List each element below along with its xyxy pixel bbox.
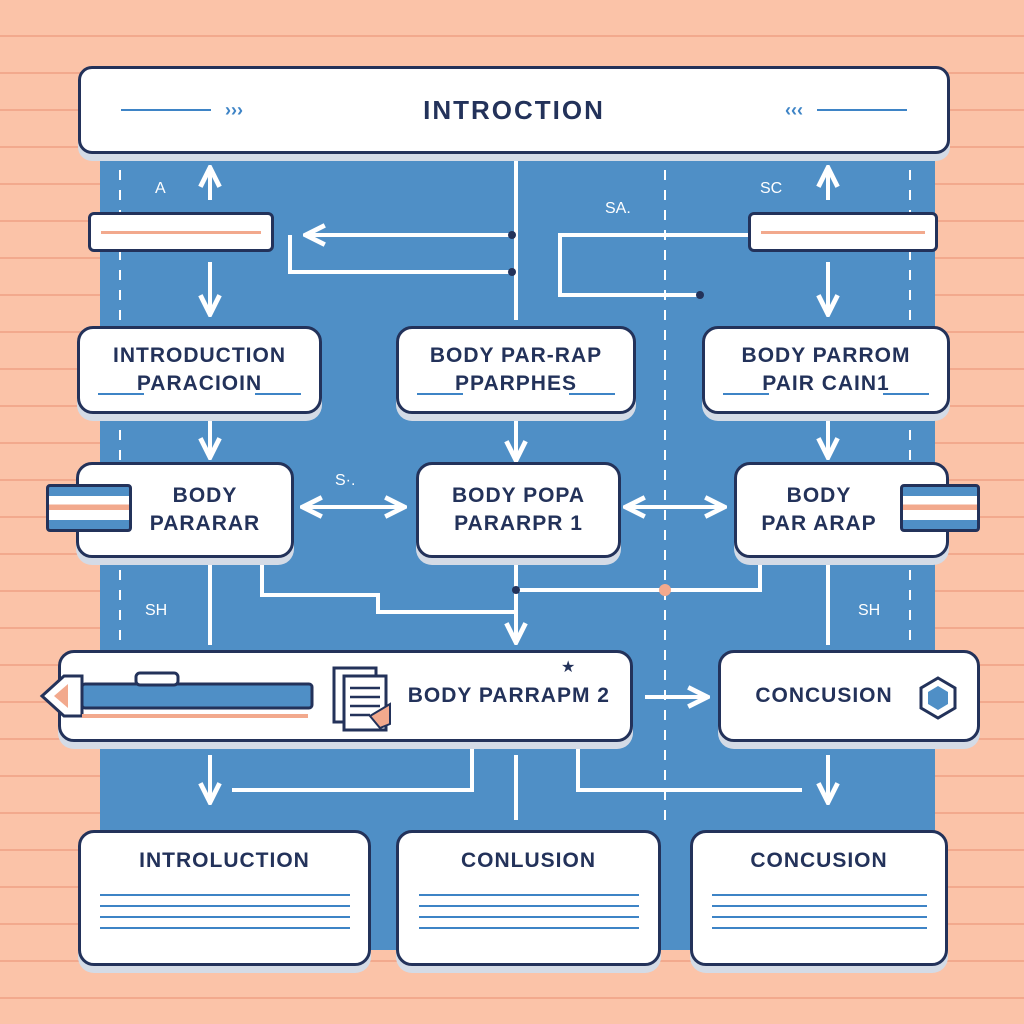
label-sa: SA.	[605, 200, 631, 217]
path-bottom-right	[516, 565, 762, 592]
card-introduction: INTROLUCTION	[78, 830, 371, 966]
box-body-right-2-line1: BODY	[786, 484, 852, 507]
box-body-paragraph-2-text: BODY PARRAPM 2	[407, 684, 610, 707]
box-body-center-2: BODY POPA PARARPR 1	[416, 462, 621, 558]
card-conclusion-center-title: CONLUSION	[461, 849, 596, 872]
path-bottom-left	[260, 565, 516, 614]
path-left-loop	[288, 235, 512, 274]
box-body-right-1-line2: PAIR CAIN1	[762, 372, 890, 395]
label-s: S·.	[335, 472, 356, 489]
card-conclusion-right: CONCUSION	[690, 830, 948, 966]
underline	[98, 393, 144, 395]
underline	[569, 393, 615, 395]
header-right-rule	[816, 109, 907, 111]
pen-icon	[39, 671, 314, 718]
box-intro-paragraph-line1: INTRODUCTION	[113, 344, 286, 367]
card-conclusion-center: CONLUSION	[396, 830, 661, 966]
header-right-group: ‹‹‹	[785, 100, 907, 121]
box-body-right-2-line2: PAR ARAP	[761, 512, 877, 535]
box-body-left-2-line2: PARARAR	[149, 512, 261, 535]
box-body-center-1: BODY PAR-RAP PPARPHES	[396, 326, 636, 414]
path-row4-left	[232, 745, 474, 792]
box-conclusion-text: CONCUSION	[755, 684, 893, 707]
card-text-lines	[99, 885, 350, 938]
underline	[417, 393, 463, 395]
label-sh-right: SH	[858, 602, 881, 619]
document-icon	[332, 666, 391, 732]
card-conclusion-right-title: CONCUSION	[750, 849, 888, 872]
underline	[883, 393, 929, 395]
header-bar: ››› INTROCTION ‹‹‹	[78, 66, 950, 154]
header-title: INTROCTION	[423, 95, 605, 125]
card-text-lines	[418, 885, 639, 938]
tab-left	[88, 212, 274, 252]
label-a: A	[155, 180, 166, 197]
label-sc: SC	[760, 180, 783, 197]
path-right-loop	[558, 233, 750, 297]
chevrons-right-icon: ›››	[225, 99, 243, 120]
box-body-left-2-line1: BODY	[172, 484, 238, 507]
header-left-group: ›››	[121, 100, 243, 121]
box-intro-paragraph: INTRODUCTION PARACIOIN	[77, 326, 322, 414]
chevrons-left-icon: ‹‹‹	[785, 99, 803, 120]
box-body-center-1-line2: PPARPHES	[455, 372, 577, 395]
box-body-center-2-line2: PARARPR 1	[454, 512, 583, 535]
path-row4-right	[576, 745, 802, 792]
card-icon	[900, 484, 980, 532]
hexagon-badge-icon	[919, 676, 957, 720]
header-left-rule	[121, 109, 211, 111]
label-sh-left: SH	[145, 602, 168, 619]
box-body-center-2-line1: BODY POPA	[451, 484, 586, 507]
card-icon	[46, 484, 132, 532]
box-body-center-1-line1: BODY PAR-RAP	[429, 344, 603, 367]
box-intro-paragraph-line2: PARACIOIN	[136, 372, 263, 395]
box-body-right-1: BODY PARROM PAIR CAIN1	[702, 326, 950, 414]
box-body-right-1-line1: BODY PARROM	[741, 344, 911, 367]
tab-right	[748, 212, 938, 252]
underline	[255, 393, 301, 395]
card-introduction-title: INTROLUCTION	[139, 849, 310, 872]
card-text-lines	[711, 885, 927, 938]
star-icon: ★	[561, 659, 576, 676]
underline	[723, 393, 769, 395]
